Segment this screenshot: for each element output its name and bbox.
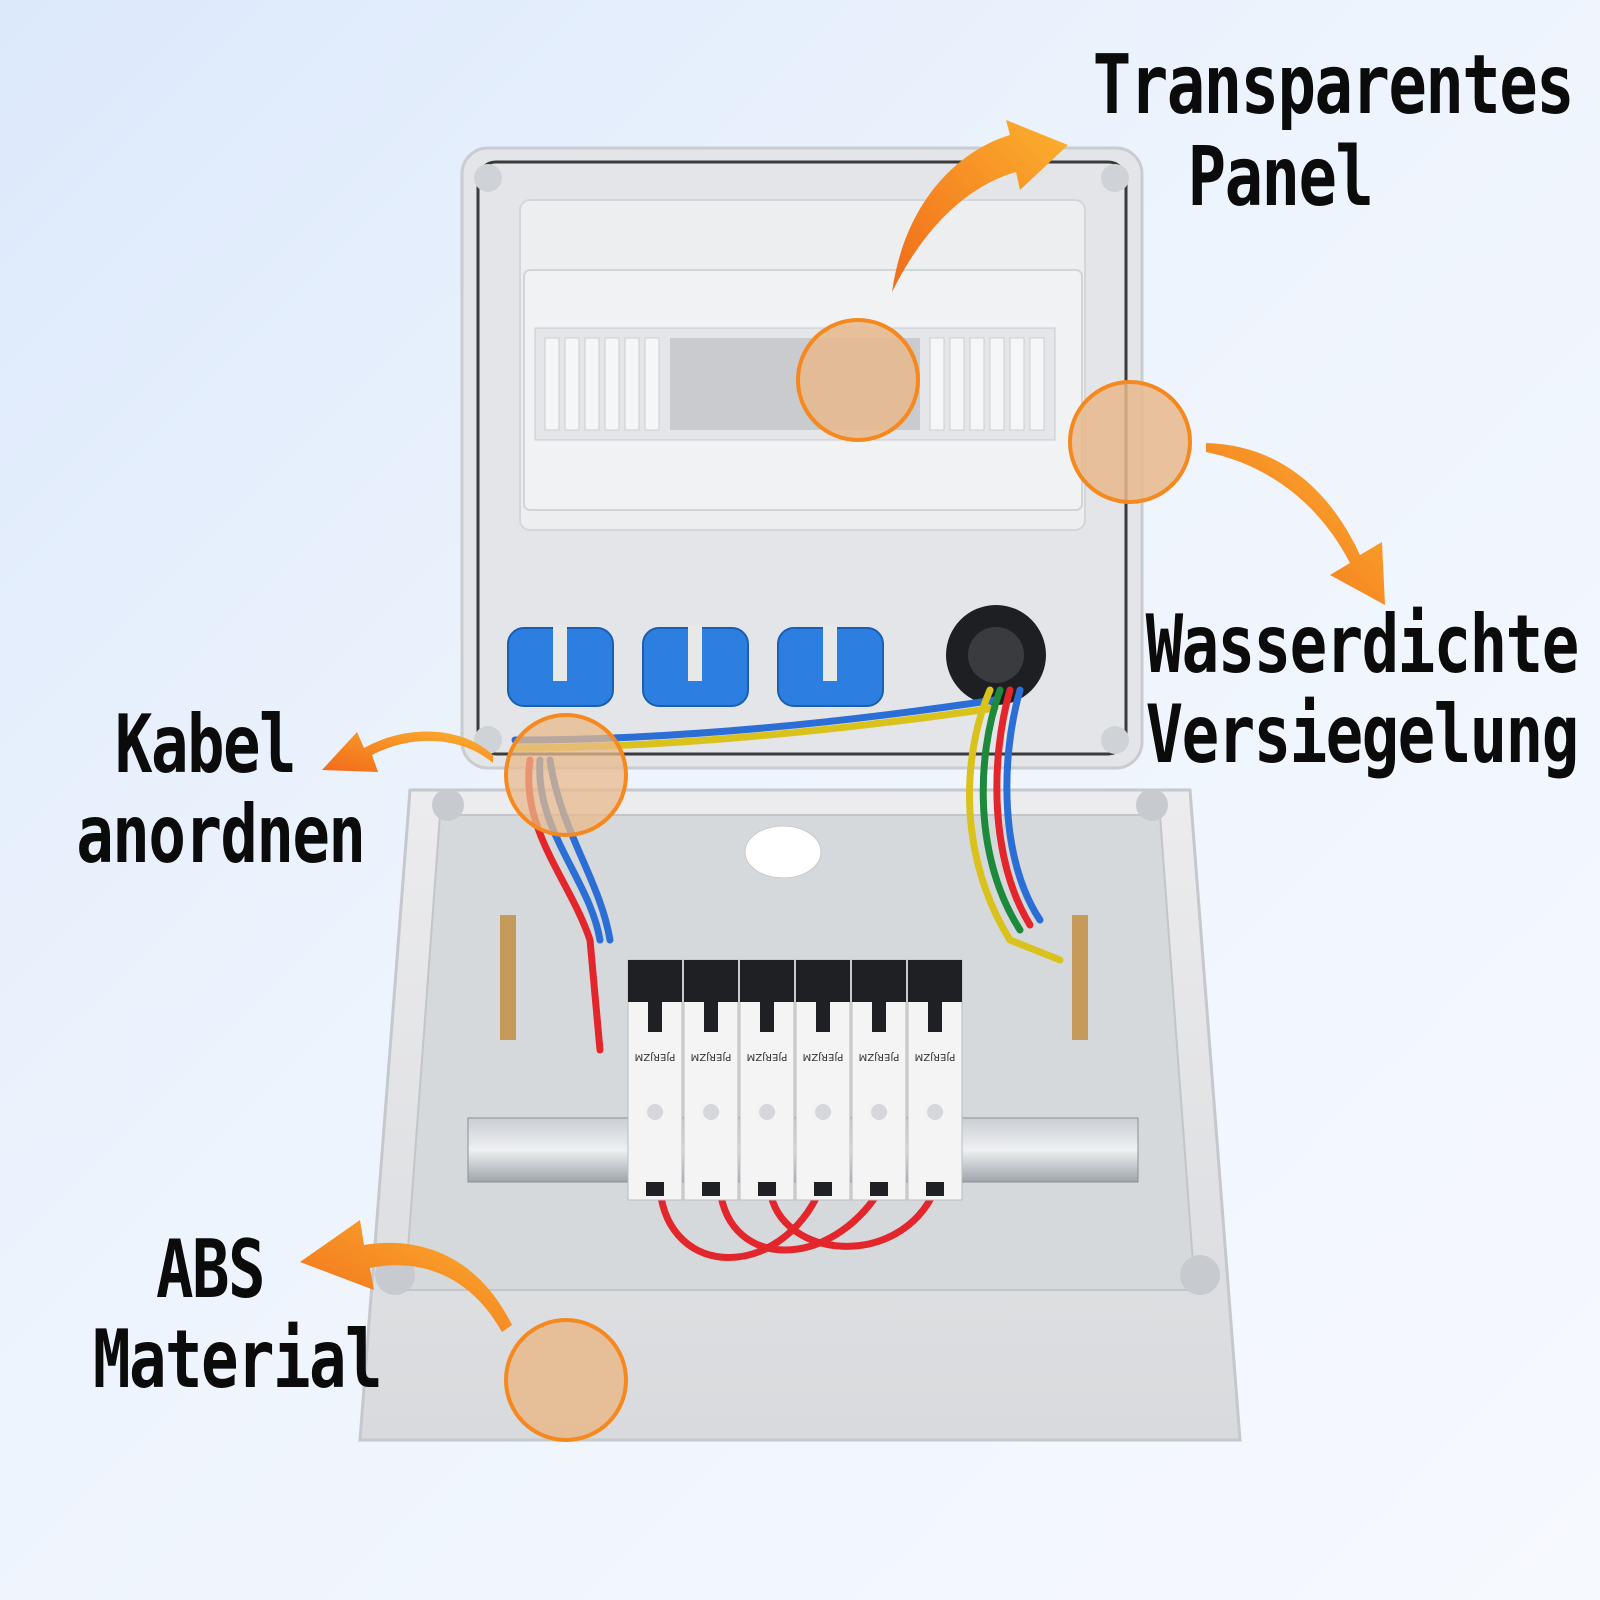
arrow-seal-icon xyxy=(1206,443,1385,605)
callout-abs-material: ABS Material xyxy=(93,1223,383,1406)
cable-gland xyxy=(946,605,1046,705)
breaker-brand-label: PJERJZM xyxy=(691,1051,732,1062)
circuit-breakers: PJERJZM PJERJZM PJERJZM PJERJZM PJERJZM PJERJ… xyxy=(627,959,963,1201)
callout-material-line2: Material xyxy=(93,1312,383,1406)
circuit-breaker: PJERJZM xyxy=(851,959,907,1201)
neutral-bus-bar-left xyxy=(500,915,516,1040)
socket-2 xyxy=(642,625,749,707)
callout-seal-line1: Wasserdichte xyxy=(1145,598,1580,691)
callout-cables-line2: anordnen xyxy=(76,787,366,881)
circuit-breaker: PJERJZM xyxy=(907,959,963,1201)
highlight-markers xyxy=(504,318,1192,1442)
neutral-bus-bar-right xyxy=(1072,915,1088,1040)
callout-material-line1: ABS xyxy=(155,1223,266,1316)
breaker-brand-label: PJERJZM xyxy=(747,1051,788,1062)
callout-arrange-cables: Kabel anordnen xyxy=(76,698,366,881)
callout-panel-line1: Transparentes xyxy=(1092,38,1575,133)
callout-transparent-panel: Transparentes Panel xyxy=(1092,38,1575,225)
arrow-material-icon xyxy=(300,1220,512,1332)
highlight-cables xyxy=(504,713,628,837)
callout-waterproof-seal: Wasserdichte Versiegelung xyxy=(1145,598,1580,781)
circuit-breaker: PJERJZM xyxy=(739,959,795,1201)
socket-3 xyxy=(777,625,884,707)
callout-panel-line2: Panel xyxy=(1187,129,1374,225)
callout-seal-line2: Versiegelung xyxy=(1145,687,1580,781)
breaker-brand-label: PJERJZM xyxy=(635,1051,676,1062)
breaker-brand-label: PJERJZM xyxy=(859,1051,900,1062)
highlight-panel xyxy=(796,318,920,442)
transparent-panel xyxy=(523,269,1083,511)
circuit-breaker: PJERJZM xyxy=(795,959,851,1201)
callout-arrows xyxy=(300,120,1385,1332)
arrow-cables-icon xyxy=(322,731,493,772)
breaker-brand-label: PJERJZM xyxy=(803,1051,844,1062)
circuit-breaker: PJERJZM xyxy=(627,959,683,1201)
highlight-seal xyxy=(1068,380,1192,504)
breaker-brand-label: PJERJZM xyxy=(915,1051,956,1062)
socket-1 xyxy=(507,625,614,707)
highlight-material xyxy=(504,1318,628,1442)
callout-cables-line1: Kabel xyxy=(114,698,297,791)
circuit-breaker: PJERJZM xyxy=(683,959,739,1201)
socket-outlets xyxy=(507,605,1046,707)
arrow-panel-icon xyxy=(892,120,1068,292)
